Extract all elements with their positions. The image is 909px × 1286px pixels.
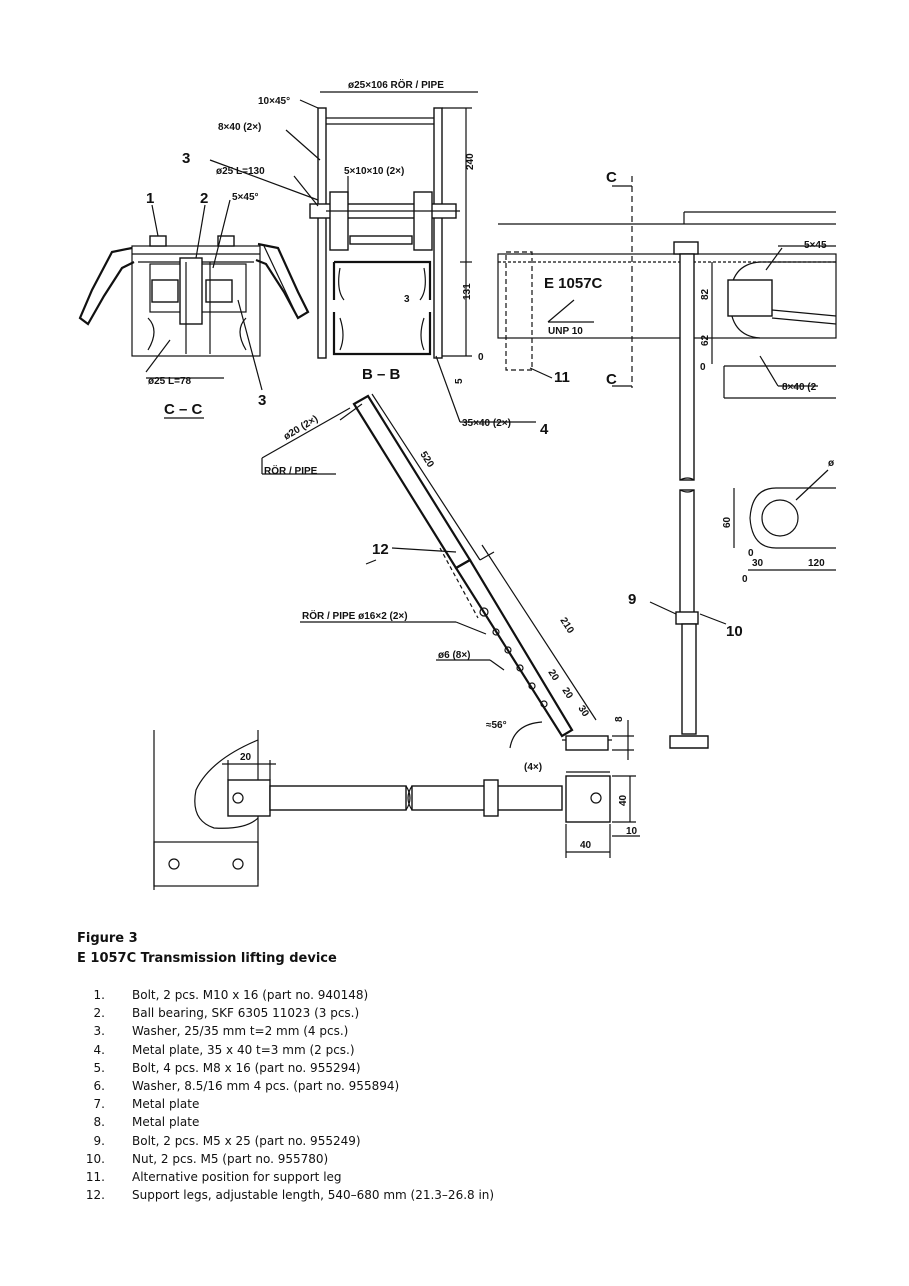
callout-3b: 3 <box>258 392 266 409</box>
callout-9: 9 <box>628 591 636 608</box>
dim-angle: ≈56° <box>486 720 507 731</box>
dim-210: 210 <box>557 616 576 636</box>
list-item: 6.Washer, 8.5/16 mm 4 pcs. (part no. 955… <box>93 1079 400 1094</box>
dim-3: 3 <box>404 294 410 305</box>
list-item: 11.Alternative position for support leg <box>85 1170 342 1185</box>
dim-40a: 40 <box>618 794 629 806</box>
dim-8: 8 <box>614 716 625 722</box>
dim-chamfer-top: 10×45° <box>258 96 290 107</box>
list-item: 3.Washer, 25/35 mm t=2 mm (4 pcs.) <box>93 1024 349 1039</box>
list-item: 10.Nut, 2 pcs. M5 (part no. 955780) <box>85 1151 329 1166</box>
list-item: 5.Bolt, 4 pcs. M8 x 16 (part no. 955294) <box>93 1060 361 1075</box>
dim-0c: 0 <box>700 362 706 373</box>
section-b-b-view: ø25×106 RÖR / PIPE 10×45° 8×40 (2×) ø25 … <box>182 78 549 438</box>
callout-11: 11 <box>554 369 570 386</box>
dim-shaft-78: ø25 L=78 <box>148 376 192 387</box>
dim-0d: 0 <box>742 574 748 585</box>
dim-30: 30 <box>575 704 591 720</box>
dim-20b: 20 <box>559 686 575 702</box>
side-view: C C E 1057C UNP 10 11 8×40 (2 5×45 82 62 <box>497 169 837 749</box>
dim-5: 5 <box>454 378 465 384</box>
dim-0b: 0 <box>748 548 754 559</box>
list-item: 9.Bolt, 2 pcs. M5 x 25 (part no. 955249) <box>93 1133 361 1148</box>
dim-hole-6: ø6 (8×) <box>438 650 471 661</box>
callout-2: 2 <box>200 190 208 207</box>
beam-unp: UNP 10 <box>548 326 583 337</box>
dim-rorpipe: RÖR / PIPE <box>264 464 318 477</box>
dim-120: 120 <box>808 558 825 569</box>
list-item: 2.Ball bearing, SKF 6305 11023 (3 pcs.) <box>93 1006 360 1021</box>
callout-3a: 3 <box>182 150 190 167</box>
dim-shaft-130: ø25 L=130 <box>216 166 265 177</box>
callout-1: 1 <box>146 190 154 207</box>
section-c-bottom: C <box>606 371 617 388</box>
section-label-b-b: B – B <box>362 366 401 383</box>
callout-10: 10 <box>726 623 743 640</box>
support-leg-view: ø20 (2×) RÖR / PIPE 520 12 RÖR / PIPE ø1… <box>261 393 634 760</box>
dim-plate-8x40b: 8×40 (2 <box>782 382 817 393</box>
beam-label: E 1057C <box>544 275 603 292</box>
dim-5x45: 5×45 <box>804 240 827 251</box>
callout-12: 12 <box>372 541 389 558</box>
bottom-detail-view: 20 (4×) 40 10 40 <box>153 730 640 890</box>
dim-520: 520 <box>417 450 436 470</box>
dim-20a: 20 <box>545 668 561 684</box>
parts-list: 1.Bolt, 2 pcs. M10 x 16 (part no. 940148… <box>77 986 494 1204</box>
technical-drawing: 1 2 5×45° ø25 L=78 3 C – C <box>78 78 837 890</box>
dim-0: 0 <box>478 352 484 363</box>
dim-10: 10 <box>626 826 638 837</box>
dim-plate-35x40: 35×40 (2×) <box>462 418 511 429</box>
section-c-top: C <box>606 169 617 186</box>
dim-62: 62 <box>700 334 711 346</box>
dim-4x: (4×) <box>524 762 542 773</box>
section-c-c-view: 1 2 5×45° ø25 L=78 3 C – C <box>78 190 310 419</box>
callout-4: 4 <box>540 421 549 438</box>
dim-key: 5×10×10 (2×) <box>344 166 404 177</box>
list-item: 1.Bolt, 2 pcs. M10 x 16 (part no. 940148… <box>93 988 369 1002</box>
figure-caption: Figure 3 E 1057C Transmission lifting de… <box>77 929 337 969</box>
list-item: 12.Support legs, adjustable length, 540–… <box>85 1188 495 1203</box>
dim-pipe-top: ø25×106 RÖR / PIPE <box>348 78 444 91</box>
list-item: 8.Metal plate <box>93 1115 200 1130</box>
dim-82: 82 <box>700 288 711 300</box>
list-item: 7.Metal plate <box>93 1097 200 1112</box>
figure-title: E 1057C Transmission lifting device <box>77 951 337 966</box>
dim-240: 240 <box>465 153 476 170</box>
dim-chamfer-5: 5×45° <box>232 192 259 203</box>
dim-pipe-16: RÖR / PIPE ø16×2 (2×) <box>302 609 408 622</box>
dim-131: 131 <box>462 283 473 300</box>
dim-40b: 40 <box>580 840 592 851</box>
dim-20c: 20 <box>240 752 252 763</box>
dim-phi: ø <box>828 458 835 469</box>
figure-number: Figure 3 <box>77 931 138 946</box>
dim-60: 60 <box>722 516 733 528</box>
section-label-c-c: C – C <box>164 401 203 418</box>
dim-30b: 30 <box>752 558 764 569</box>
list-item: 4.Metal plate, 35 x 40 t=3 mm (2 pcs.) <box>93 1042 355 1057</box>
dim-plate-8x40: 8×40 (2×) <box>218 122 261 133</box>
